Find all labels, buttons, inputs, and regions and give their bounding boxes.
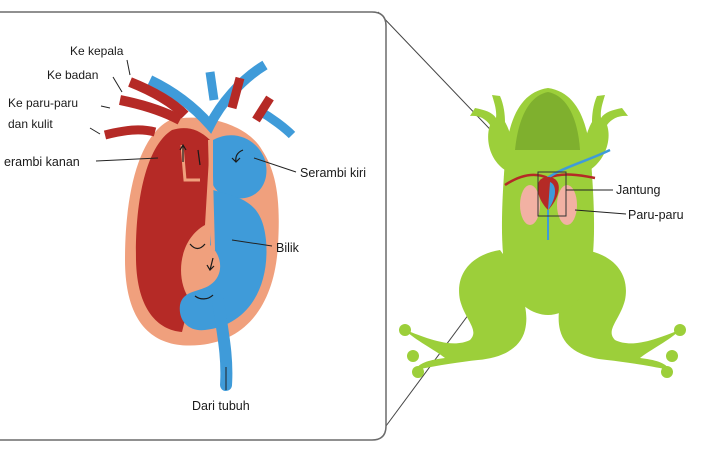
label-dan-kulit: dan kulit <box>8 117 53 131</box>
frog-lung-left <box>520 185 540 225</box>
label-ke-paru-paru: Ke paru-paru <box>8 96 78 110</box>
label-bilik: Bilik <box>276 241 300 255</box>
label-dari-tubuh: Dari tubuh <box>192 399 250 413</box>
pulmonary-vein-branch <box>210 72 214 100</box>
label-paru-paru: Paru-paru <box>628 208 684 222</box>
label-serambi-kanan: erambi kanan <box>4 155 80 169</box>
artery-to-lungs <box>105 130 155 135</box>
label-ke-kepala: Ke kepala <box>70 44 124 58</box>
frog-illustration: Jantung Paru-paru <box>399 88 686 378</box>
label-serambi-kiri: Serambi kiri <box>300 166 366 180</box>
label-jantung: Jantung <box>616 183 661 197</box>
frog-lung-right <box>557 185 577 225</box>
label-ke-badan: Ke badan <box>47 68 98 82</box>
